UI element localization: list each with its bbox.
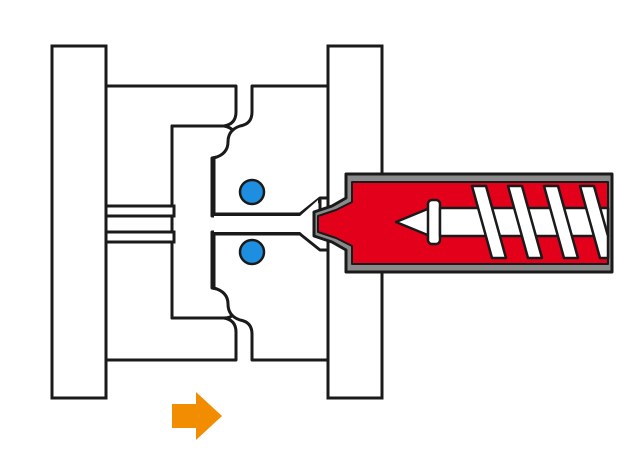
cooling-channel-icon	[238, 178, 266, 206]
arrow-right-icon	[172, 392, 222, 440]
mold-cavity	[214, 200, 318, 246]
cooling-channel-icon	[238, 238, 266, 266]
mold-half-fixed	[212, 84, 330, 362]
screw-icon	[394, 184, 610, 260]
moving-platen	[50, 44, 108, 400]
